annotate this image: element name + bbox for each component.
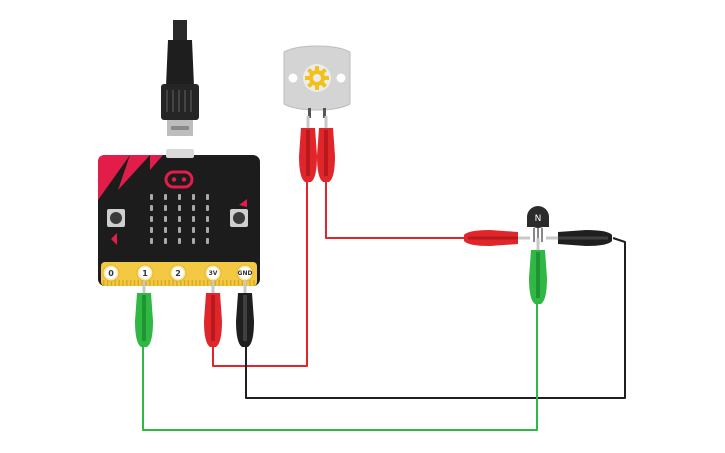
- led-matrix: [150, 194, 209, 244]
- red-clip-3v[interactable]: [204, 281, 222, 347]
- pin-3v-label: 3V: [209, 270, 218, 277]
- pin-gnd-pad[interactable]: GND: [236, 264, 254, 282]
- red-clip-motor-left[interactable]: [299, 116, 317, 182]
- microbit-logo: [164, 170, 194, 189]
- green-wire-pin1-to-transistor[interactable]: [142, 300, 538, 431]
- board-accent-left: [98, 155, 130, 200]
- pin-2-pad[interactable]: 2: [169, 264, 187, 282]
- pin-1-pad[interactable]: 1: [136, 264, 154, 282]
- pin-0-label: 0: [108, 269, 114, 278]
- pin-0-pad[interactable]: 0: [102, 264, 120, 282]
- wires: [142, 178, 626, 431]
- gear-icon: [305, 66, 329, 90]
- black-clip-transistor-emitter[interactable]: [546, 230, 612, 246]
- black-clip-gnd[interactable]: [236, 281, 254, 347]
- sound-icon: [111, 233, 117, 245]
- button-b[interactable]: [230, 209, 248, 227]
- pin-3v-pad[interactable]: 3V: [204, 264, 222, 282]
- pin-gnd-label: GND: [238, 270, 253, 277]
- red-wire-motor-to-transistor[interactable]: [325, 178, 466, 239]
- dc-motor[interactable]: [283, 45, 351, 118]
- microbit-board: 0 1 2 3V GND: [98, 149, 260, 286]
- green-clip-pin1[interactable]: [135, 281, 153, 347]
- transistor-label: N: [535, 214, 542, 224]
- pin-icon: [239, 199, 247, 207]
- green-clip-transistor-base[interactable]: [529, 238, 547, 304]
- button-a[interactable]: [107, 209, 125, 227]
- black-wire-gnd-to-transistor[interactable]: [245, 237, 626, 399]
- pin-2-label: 2: [175, 269, 181, 278]
- alligator-clips: [135, 116, 612, 347]
- red-wire-3v-to-motor[interactable]: [212, 178, 308, 367]
- pin-1-label: 1: [142, 269, 148, 278]
- red-clip-transistor-collector[interactable]: [464, 230, 530, 246]
- usb-cable: [161, 20, 199, 136]
- red-clip-motor-right[interactable]: [317, 116, 335, 182]
